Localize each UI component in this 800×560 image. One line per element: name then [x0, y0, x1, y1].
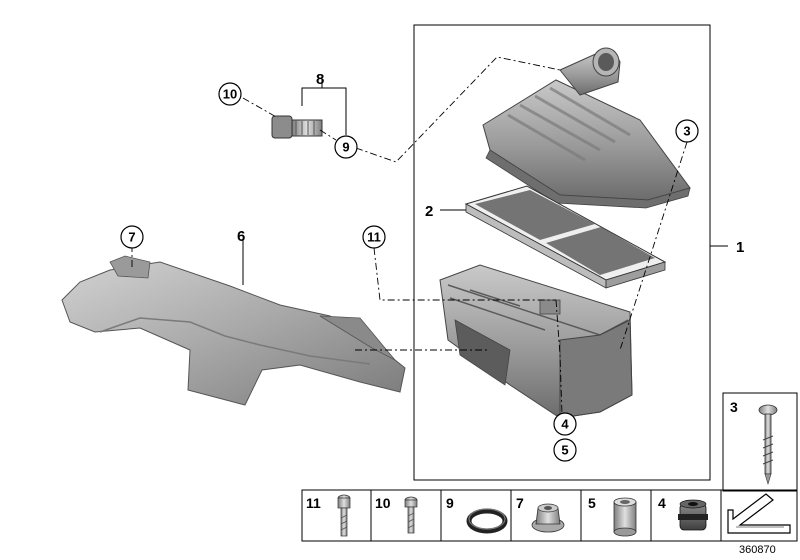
- reference-number: 360870: [739, 544, 776, 556]
- svg-text:9: 9: [446, 495, 454, 511]
- callout-4: 4: [553, 412, 577, 436]
- label-8: 8: [316, 71, 324, 88]
- housing-cover[interactable]: [482, 47, 691, 209]
- short-bolt-icon: [404, 496, 418, 534]
- rubber-grommet-icon: [678, 499, 708, 531]
- flange-nut-icon: [531, 503, 565, 533]
- callout-7: 7: [120, 225, 144, 249]
- parts-row-cell-arrow: [727, 493, 791, 534]
- air-mass-sensor[interactable]: [271, 115, 323, 139]
- parts-row: 11 10 9: [301, 489, 798, 542]
- svg-text:7: 7: [128, 230, 135, 245]
- svg-text:10: 10: [223, 87, 237, 102]
- svg-text:11: 11: [306, 495, 321, 511]
- callout-11: 11: [362, 225, 386, 249]
- svg-text:3: 3: [683, 124, 690, 139]
- parts-row-cell-5: 5: [588, 495, 637, 537]
- parts-row-cell-9: 9: [446, 495, 508, 534]
- side-panel: 3: [722, 392, 798, 492]
- parts-row-cell-11: 11: [306, 494, 351, 537]
- svg-text:4: 4: [658, 495, 666, 511]
- self-tapping-screw-icon: [758, 404, 778, 486]
- svg-text:5: 5: [588, 495, 596, 511]
- svg-text:11: 11: [367, 230, 381, 245]
- callout-3: 3: [675, 119, 699, 143]
- label-2: 2: [425, 203, 433, 220]
- label-1: 1: [736, 239, 744, 256]
- svg-text:10: 10: [375, 495, 391, 511]
- view-direction-arrow-icon: [727, 493, 791, 534]
- long-bolt-icon: [337, 494, 351, 537]
- svg-text:7: 7: [516, 495, 524, 511]
- callout-10: 10: [218, 82, 242, 106]
- label-6: 6: [237, 228, 245, 245]
- parts-row-cell-4: 4: [658, 495, 708, 531]
- parts-row-cell-10: 10: [375, 495, 418, 534]
- assembly-frame: [413, 24, 711, 481]
- parts-row-cell-7: 7: [516, 495, 565, 533]
- side-panel-number: 3: [730, 399, 738, 415]
- intake-duct[interactable]: [61, 255, 406, 406]
- filter-element[interactable]: [464, 185, 667, 289]
- svg-text:5: 5: [561, 443, 568, 458]
- housing-lower[interactable]: [439, 264, 633, 419]
- callout-5: 5: [553, 438, 577, 462]
- svg-text:4: 4: [561, 417, 569, 432]
- callout-9: 9: [334, 135, 358, 159]
- svg-text:9: 9: [342, 140, 349, 155]
- o-ring-icon: [466, 508, 508, 534]
- sleeve-icon: [613, 497, 637, 537]
- assembly-lines: [131, 56, 688, 416]
